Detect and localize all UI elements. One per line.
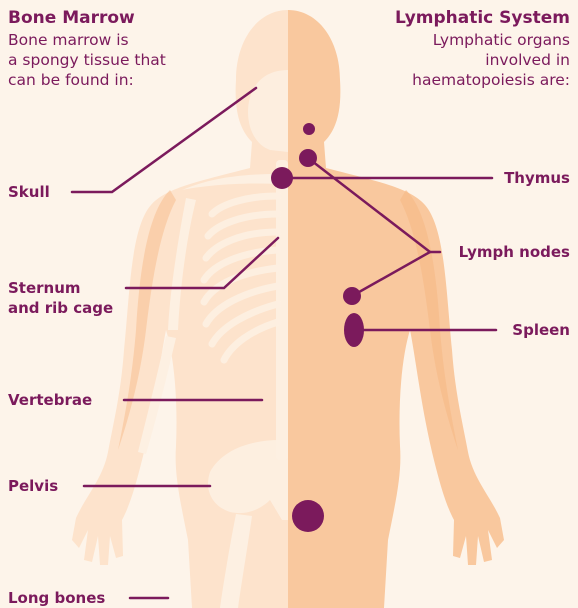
label-skull: Skull — [8, 182, 50, 202]
bone-marrow-title: Bone Marrow — [8, 8, 135, 28]
label-thymus: Thymus — [504, 168, 570, 188]
lymph-node-dot-chest — [343, 287, 361, 305]
label-spleen: Spleen — [512, 320, 570, 340]
spine — [276, 160, 288, 460]
lymph-node-dot-neck — [299, 149, 317, 167]
bone-marrow-description: Bone marrow is a spongy tissue that can … — [8, 30, 208, 90]
thymus-dot — [271, 167, 293, 189]
label-lymph-nodes: Lymph nodes — [459, 242, 570, 262]
lymph-node-dot-neck-upper — [303, 123, 315, 135]
label-long-bones: Long bones — [8, 588, 105, 608]
label-vertebrae: Vertebrae — [8, 390, 92, 410]
spleen-shape — [344, 313, 364, 347]
lymphatic-system-title: Lymphatic System — [395, 8, 570, 28]
lymphatic-system-description: Lymphatic organs involved in haematopoie… — [370, 30, 570, 90]
label-sternum-rib-cage: Sternum and rib cage — [8, 278, 113, 318]
lymph-node-dot-abdomen — [292, 500, 324, 532]
label-pelvis: Pelvis — [8, 476, 58, 496]
